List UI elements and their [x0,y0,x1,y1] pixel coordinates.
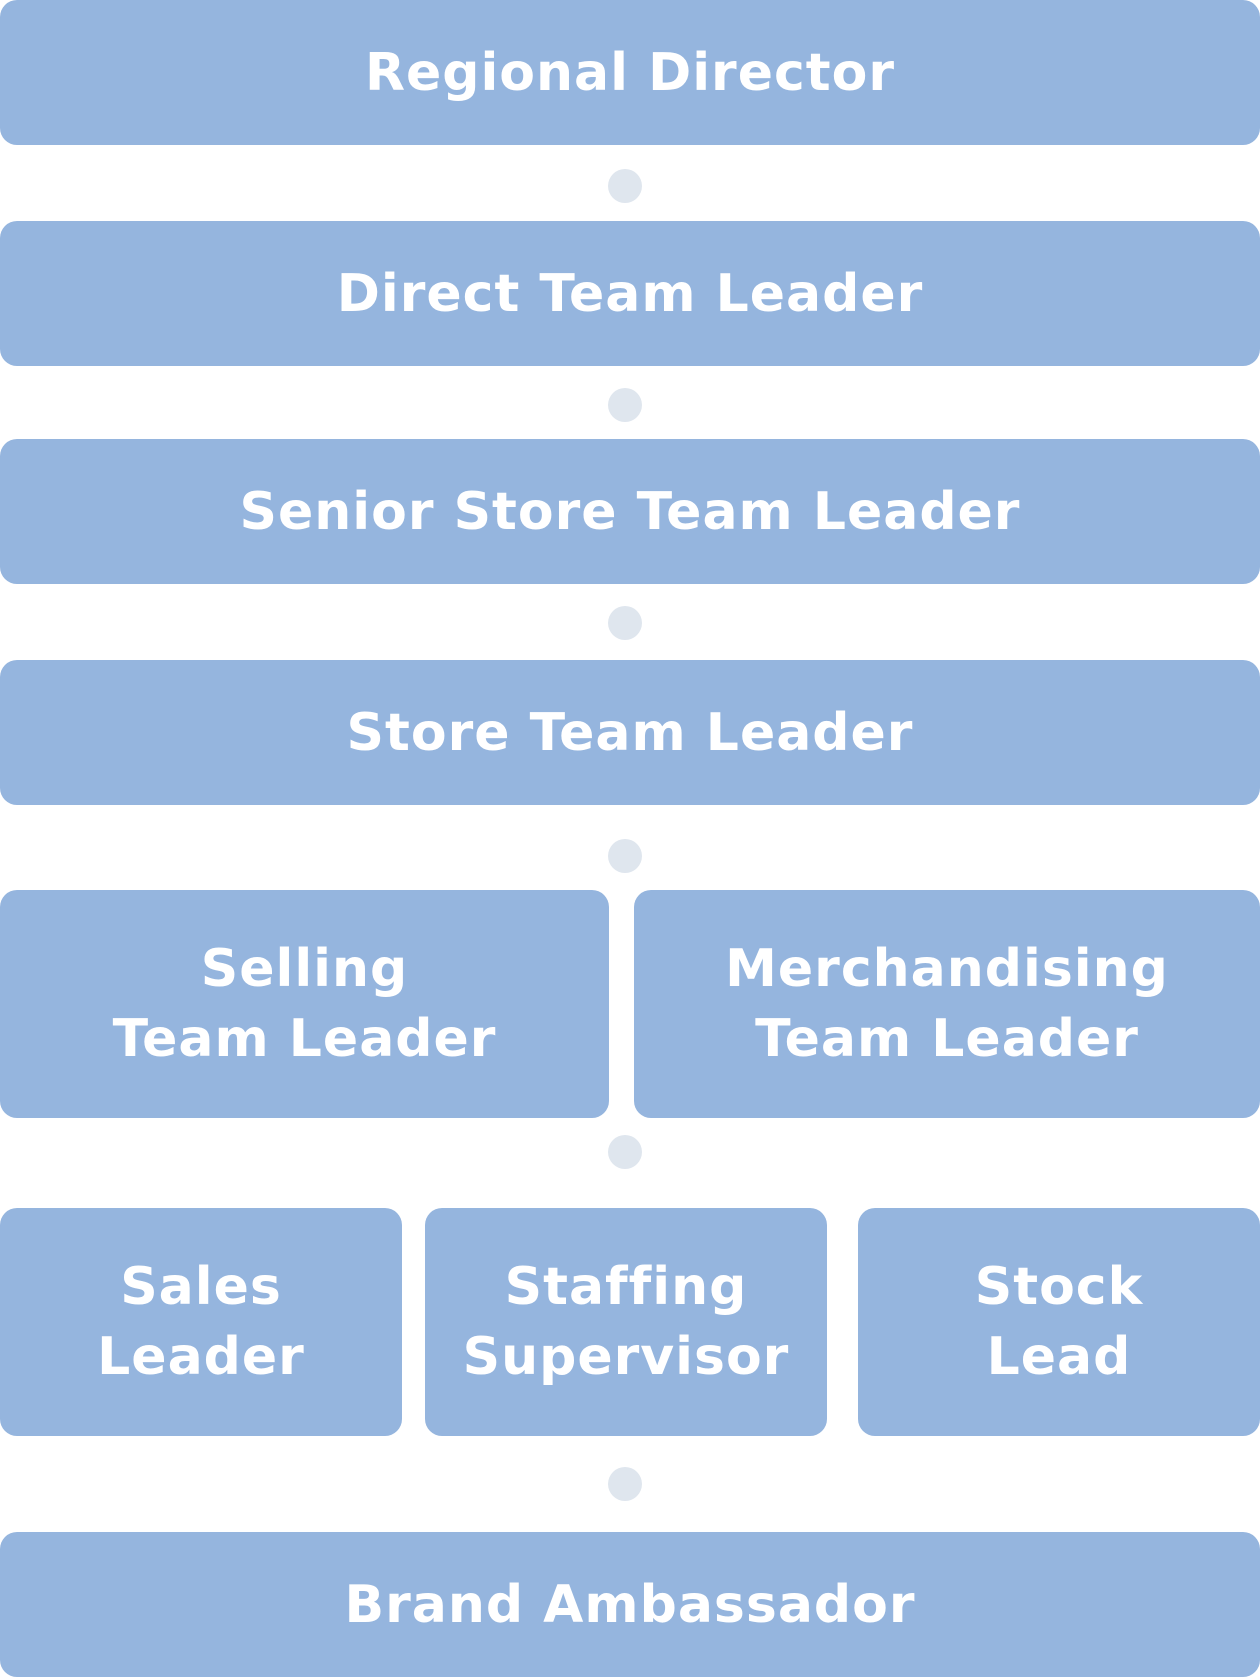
node-sales-leader: Sales Leader [0,1208,402,1436]
node-label-line2: Supervisor [462,1327,790,1387]
connector-dot [608,606,642,640]
connector-dot [608,1135,642,1169]
node-label-line2: Lead [986,1327,1132,1387]
node-stock-lead: Stock Lead [858,1208,1260,1436]
node-label-line2: Leader [97,1327,305,1387]
node-label: Store Team Leader [346,702,914,763]
connector-dot [608,388,642,422]
node-senior-store-team-leader: Senior Store Team Leader [0,439,1260,584]
node-label-line1: Selling [200,939,409,999]
node-label-line1: Staffing [504,1257,748,1317]
node-direct-team-leader: Direct Team Leader [0,221,1260,366]
node-brand-ambassador: Brand Ambassador [0,1532,1260,1677]
node-merchandising-team-leader: Merchandising Team Leader [634,890,1260,1118]
node-label: Regional Director [364,42,896,103]
node-label-line2: Team Leader [112,1009,497,1069]
connector-dot [608,839,642,873]
node-store-team-leader: Store Team Leader [0,660,1260,805]
node-staffing-supervisor: Staffing Supervisor [425,1208,827,1436]
node-label-line1: Sales [120,1257,282,1317]
node-label: Senior Store Team Leader [239,481,1021,542]
node-label-line1: Stock [974,1257,1144,1317]
node-regional-director: Regional Director [0,0,1260,145]
node-label-line2: Team Leader [755,1009,1139,1069]
node-label-line1: Merchandising [725,939,1169,999]
connector-dot [608,169,642,203]
node-label: Brand Ambassador [344,1574,916,1635]
node-label: Direct Team Leader [336,263,924,324]
connector-dot [608,1467,642,1501]
node-selling-team-leader: Selling Team Leader [0,890,609,1118]
